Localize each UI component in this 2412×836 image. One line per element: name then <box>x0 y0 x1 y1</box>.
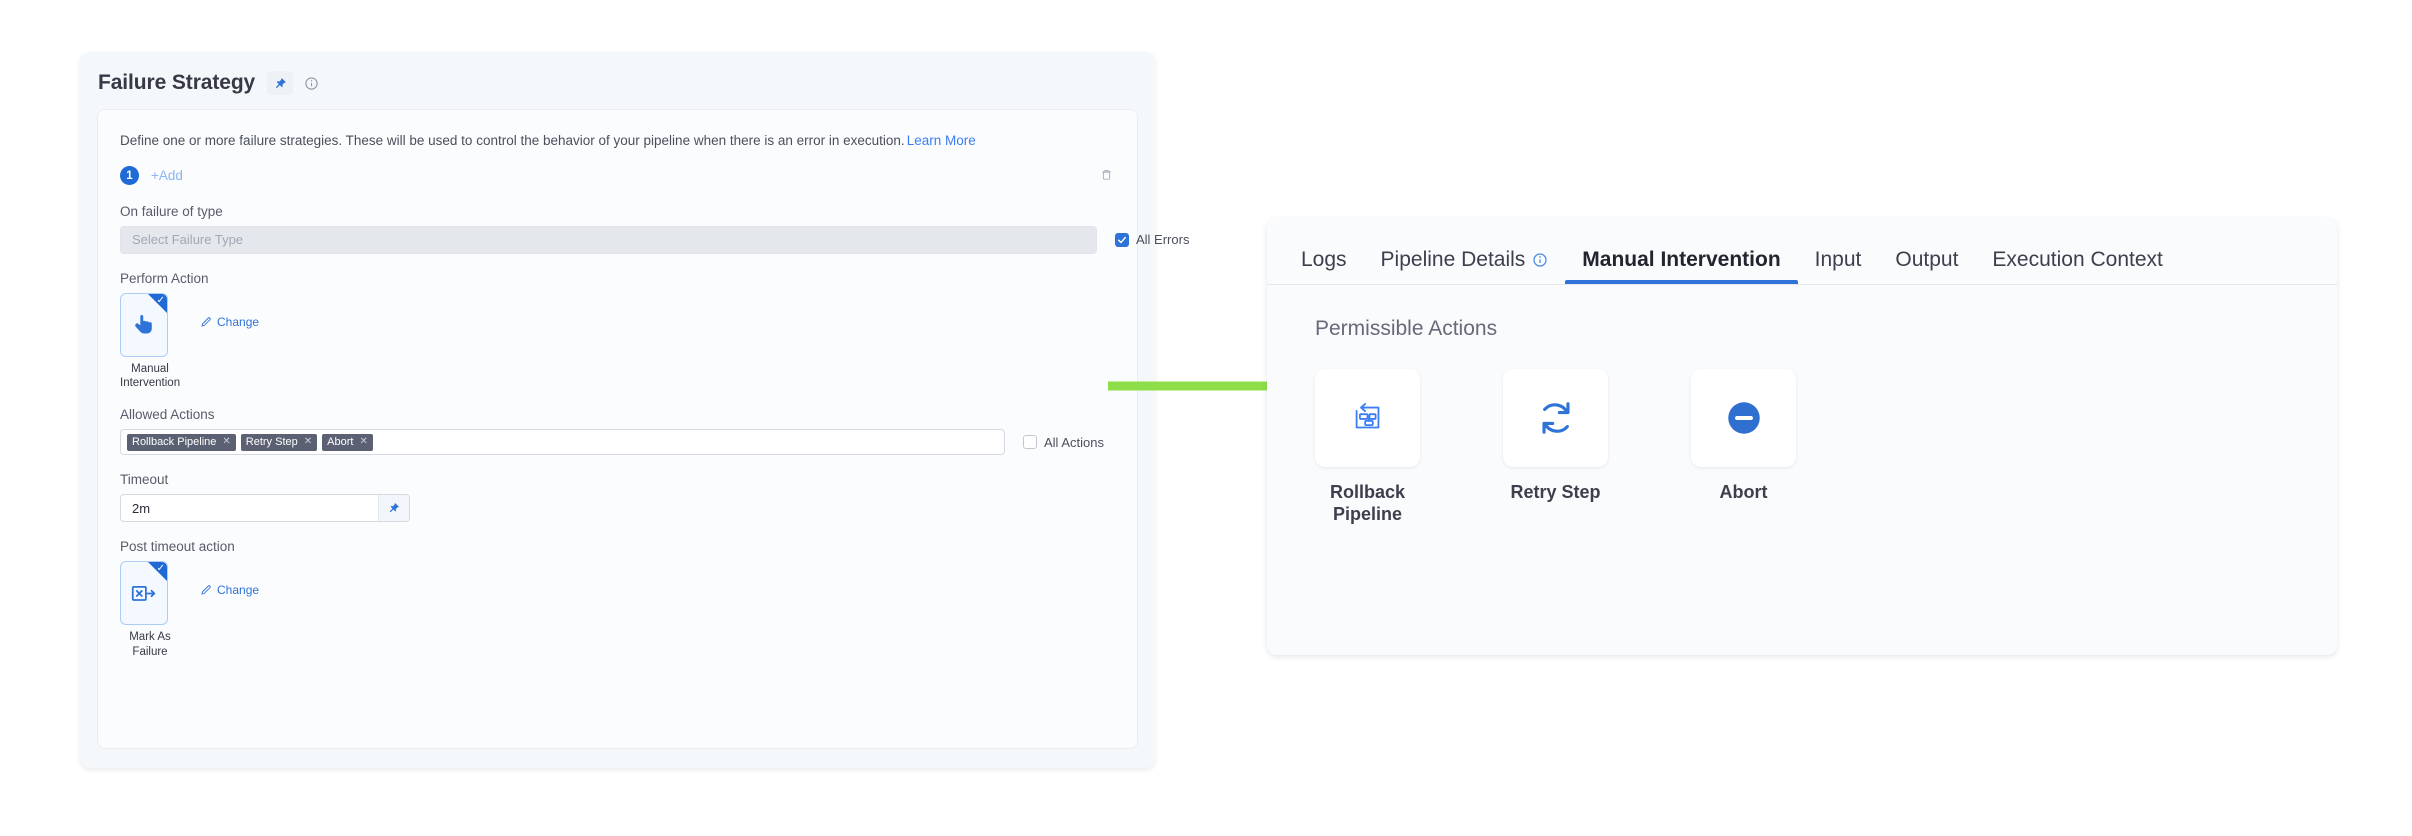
failure-type-select[interactable]: Select Failure Type <box>120 225 1097 254</box>
retry-step-icon <box>1541 402 1570 434</box>
tab-output[interactable]: Output <box>1878 248 1975 284</box>
permissible-action-retry-step: Retry Step <box>1503 369 1608 525</box>
strategy-add-row: 1 +Add <box>120 165 1115 187</box>
failure-strategy-header: Failure Strategy <box>80 52 1155 95</box>
post-timeout-action-name: Mark As Failure <box>129 631 171 658</box>
rollback-pipeline-button[interactable] <box>1315 369 1420 467</box>
all-errors-checkbox[interactable] <box>1115 232 1129 247</box>
selected-corner <box>148 562 167 582</box>
failure-type-placeholder: Select Failure Type <box>132 232 244 248</box>
post-timeout-action-tile[interactable]: ✓ <box>120 561 168 626</box>
retry-step-button[interactable] <box>1503 369 1608 467</box>
page-title: Failure Strategy <box>98 71 256 94</box>
allowed-actions-input[interactable]: Rollback Pipeline ✕ Retry Step ✕ Abort ✕ <box>120 429 1005 456</box>
abort-label: Abort <box>1719 482 1768 502</box>
post-timeout-change-button[interactable]: Change <box>200 583 259 597</box>
info-icon[interactable] <box>303 75 319 91</box>
execution-details-panel: Logs Pipeline Details Manual Interventio… <box>1267 218 2337 655</box>
timeout-label: Timeout <box>120 472 169 488</box>
info-glyph <box>304 76 318 90</box>
chip-remove-icon[interactable]: ✕ <box>222 436 231 448</box>
tab-pipeline-details[interactable]: Pipeline Details <box>1364 248 1566 284</box>
rollback-pipeline-icon <box>1355 403 1379 429</box>
all-actions-checkbox[interactable] <box>1023 435 1037 450</box>
pencil-icon <box>201 316 211 327</box>
permissible-actions-title: Permissible Actions <box>1315 317 1498 340</box>
permissible-action-rollback-pipeline: Rollback Pipeline <box>1315 369 1420 525</box>
perform-action-tile[interactable]: ✓ <box>120 292 168 357</box>
tab-input[interactable]: Input <box>1798 248 1879 284</box>
retry-step-label: Retry Step <box>1510 482 1601 502</box>
on-failure-type-row: Select Failure Type All Errors <box>120 225 1189 254</box>
all-errors-checkbox-group[interactable]: All Errors <box>1115 232 1189 247</box>
perform-action-change-button[interactable]: Change <box>200 315 259 329</box>
manual-intervention-icon <box>135 314 152 333</box>
tab-label: Execution Context <box>1992 248 2163 271</box>
chip-remove-icon[interactable]: ✕ <box>303 436 313 448</box>
permissible-actions-list: Rollback Pipeline Retry Step Abort <box>1267 341 2337 525</box>
abort-icon <box>1727 402 1760 434</box>
add-strategy-link[interactable]: +Add <box>151 168 183 184</box>
mark-as-failure-icon <box>131 586 156 602</box>
pin-glyph <box>275 77 286 88</box>
tab-label: Logs <box>1301 248 1347 271</box>
allowed-actions-label: Allowed Actions <box>120 407 215 423</box>
trash-glyph <box>1101 170 1111 180</box>
post-timeout-action-label: Post timeout action <box>120 539 235 555</box>
chip-abort[interactable]: Abort ✕ <box>322 433 373 451</box>
rollback-pipeline-label: Rollback Pipeline <box>1329 482 1406 524</box>
failure-strategy-body: Define one or more failure strategies. T… <box>97 109 1189 749</box>
selected-check-icon: ✓ <box>156 294 165 306</box>
chip-rollback-pipeline[interactable]: Rollback Pipeline ✕ <box>127 433 236 451</box>
info-icon[interactable] <box>1532 252 1548 268</box>
selected-corner <box>148 293 167 313</box>
description-sentence: Define one or more failure strategies. T… <box>120 133 905 148</box>
chip-label: Abort <box>327 436 354 449</box>
tab-label: Input <box>1814 248 1862 271</box>
pin-glyph <box>390 503 399 513</box>
pencil-icon <box>201 585 211 595</box>
description-text: Define one or more failure strategies. T… <box>120 132 1115 150</box>
post-timeout-change-label: Change <box>217 583 260 598</box>
tab-execution-context[interactable]: Execution Context <box>1975 248 2179 284</box>
tab-label: Manual Intervention <box>1582 248 1781 271</box>
all-errors-label: All Errors <box>1136 232 1190 248</box>
timeout-pin-icon[interactable] <box>378 495 409 522</box>
selected-check-icon: ✓ <box>156 563 165 575</box>
permissible-action-abort: Abort <box>1691 369 1796 525</box>
perform-action-row: ✓ Manual Intervention Change <box>120 292 1115 391</box>
tab-logs[interactable]: Logs <box>1301 248 1364 284</box>
learn-more-link[interactable]: Learn More <box>906 133 976 148</box>
abort-button[interactable] <box>1691 369 1796 467</box>
post-timeout-action-row: ✓ Mark As Failure <box>120 561 1115 659</box>
tab-manual-intervention[interactable]: Manual Intervention <box>1565 248 1799 284</box>
perform-action-label: Perform Action <box>120 270 209 286</box>
perform-action-name: Manual Intervention <box>120 362 181 389</box>
allowed-actions-row: Rollback Pipeline ✕ Retry Step ✕ Abort ✕… <box>120 429 1115 456</box>
strategy-index-badge: 1 <box>120 166 139 186</box>
all-actions-label: All Actions <box>1044 434 1104 450</box>
tab-label: Pipeline Details <box>1380 248 1526 271</box>
trash-icon[interactable] <box>1097 165 1115 185</box>
chip-label: Retry Step <box>245 436 298 449</box>
chip-remove-icon[interactable]: ✕ <box>359 436 368 448</box>
failure-strategy-card: Failure Strategy Define one or more fail… <box>80 52 1189 768</box>
check-icon <box>1117 236 1127 243</box>
on-failure-type-label: On failure of type <box>120 203 223 219</box>
tab-label: Output <box>1895 248 1959 271</box>
timeout-field[interactable]: 2m <box>120 494 410 523</box>
timeout-value[interactable]: 2m <box>132 500 151 516</box>
chip-retry-step[interactable]: Retry Step ✕ <box>240 433 318 451</box>
pin-icon[interactable] <box>267 71 294 95</box>
all-actions-checkbox-group[interactable]: All Actions <box>1023 435 1104 450</box>
perform-action-change-label: Change <box>217 314 260 329</box>
chip-label: Rollback Pipeline <box>132 436 217 449</box>
tab-bar: Logs Pipeline Details Manual Interventio… <box>1267 218 2337 285</box>
